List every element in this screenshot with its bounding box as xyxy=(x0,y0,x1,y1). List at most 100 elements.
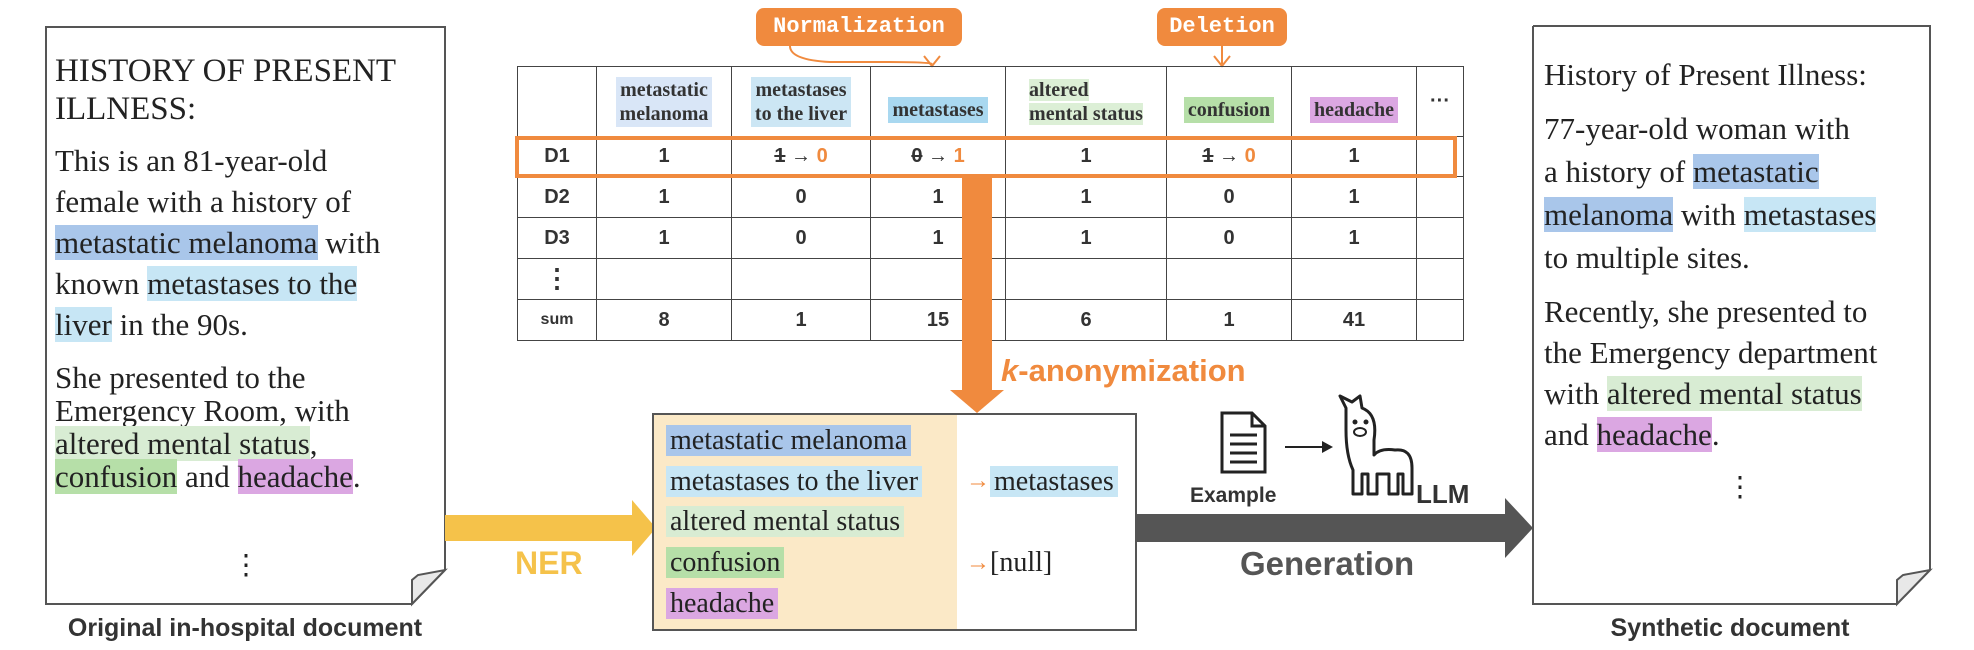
table-cell: 0 xyxy=(1166,217,1292,259)
synthetic-text: . xyxy=(1711,417,1720,452)
row-label: D2 xyxy=(517,176,597,218)
original-heading-line1: HISTORY OF PRESENT xyxy=(55,53,397,89)
synthetic-heading: History of Present Illness: xyxy=(1544,57,1867,92)
header-text: metastases xyxy=(755,78,847,101)
k-anonymization-label: k-anonymization xyxy=(1001,353,1246,389)
original-document-text: HISTORY OF PRESENT ILLNESS: This is an 8… xyxy=(55,52,440,494)
header-text: headache xyxy=(1314,98,1394,121)
header-text: melanoma xyxy=(619,102,709,125)
k-anon-arrow-head xyxy=(950,390,1004,413)
synthetic-document-text: History of Present Illness: 77-year-old … xyxy=(1544,56,1929,455)
entity-metastases-liver-cont: liver xyxy=(55,307,112,342)
synthetic-text: and xyxy=(1544,417,1597,452)
entity-confusion: confusion xyxy=(55,459,178,494)
table-row: D1 1 1 → 0 0 → 1 1 1 → 0 1 xyxy=(517,136,1464,177)
original-line: This is an 81-year-old xyxy=(55,143,328,178)
normalization-tag: Normalization xyxy=(756,8,962,46)
synthetic-line: the Emergency department xyxy=(1544,335,1878,370)
entity-headache: headache xyxy=(1596,417,1712,452)
table-cell: 1 xyxy=(1291,176,1417,218)
change-arrow: → xyxy=(1219,145,1239,167)
header-text: mental status xyxy=(1029,102,1143,125)
table-more: ··· xyxy=(1416,66,1464,137)
llama-icon xyxy=(1338,394,1414,496)
table-header: confusion xyxy=(1166,66,1292,137)
k-anonymization-text: -anonymization xyxy=(1018,353,1246,388)
new-value: 1 xyxy=(953,145,965,167)
normalized-metastases: metastases xyxy=(990,466,1118,497)
normalize-arrow: → xyxy=(966,467,990,494)
table-cell: 0 xyxy=(731,217,871,259)
original-line: female with a history of xyxy=(55,184,352,219)
table-header: headache xyxy=(1291,66,1417,137)
old-value: 0 xyxy=(911,145,923,167)
change-arrow: → xyxy=(791,145,811,167)
header-text: metastatic xyxy=(620,78,708,101)
original-text: and xyxy=(177,459,238,494)
row-label: ⋮ xyxy=(517,258,597,300)
synthetic-line: to multiple sites. xyxy=(1544,240,1750,275)
table-cell: 1 xyxy=(596,217,732,259)
deleted-null: [null] xyxy=(990,547,1053,578)
entity-altered-mental-status: altered mental status xyxy=(1606,376,1862,411)
original-ellipsis: ⋮ xyxy=(232,550,260,581)
table-cell xyxy=(1416,217,1464,259)
k-anon-arrow-shaft xyxy=(962,176,992,391)
new-value: 0 xyxy=(1244,145,1256,167)
table-row: sum 8 1 15 6 1 41 xyxy=(517,299,1464,341)
table-cell-changed: 0 → 1 xyxy=(870,136,1006,177)
original-text: with xyxy=(317,225,381,260)
header-text: confusion xyxy=(1187,98,1271,121)
original-heading-line2: ILLNESS: xyxy=(55,91,197,127)
table-cell: 1 xyxy=(1166,299,1292,341)
table-cell: 41 xyxy=(1291,299,1417,341)
synthetic-text: a history of xyxy=(1544,154,1693,189)
generation-label: Generation xyxy=(1240,545,1415,582)
table-cell: 6 xyxy=(1005,299,1167,341)
entity-altered-mental-status: altered mental status xyxy=(55,426,310,461)
table-cell: 8 xyxy=(596,299,732,341)
extracted-entities-box: metastatic melanoma metastases to the li… xyxy=(652,413,1137,631)
deletion-tag: Deletion xyxy=(1157,8,1287,46)
new-value: 0 xyxy=(816,145,828,167)
header-text: metastases xyxy=(892,98,984,121)
old-value: 1 xyxy=(1202,145,1214,167)
llm-label: LLM xyxy=(1416,479,1470,509)
entity-metastatic-melanoma: metastatic melanoma xyxy=(666,425,912,456)
entity-altered-mental-status: altered mental status xyxy=(666,506,905,537)
entity-metastases-liver: metastases to the xyxy=(147,266,358,301)
table-cell xyxy=(1416,299,1464,341)
delete-arrow: → xyxy=(966,549,990,576)
synthetic-caption: Synthetic document xyxy=(1610,614,1850,642)
table-cell xyxy=(1416,258,1464,300)
table-cell xyxy=(1005,258,1167,300)
table-cell: 1 xyxy=(731,299,871,341)
entity-metastatic-melanoma: metastatic xyxy=(1692,154,1819,189)
row-label: sum xyxy=(517,299,597,341)
original-caption: Original in-hospital document xyxy=(67,614,423,642)
entity-confusion: confusion xyxy=(666,547,785,578)
original-line: Emergency Room, with xyxy=(55,393,350,428)
table-cell: 1 xyxy=(596,136,732,177)
ner-label: NER xyxy=(515,545,583,581)
synthetic-ellipsis: ⋮ xyxy=(1726,472,1754,503)
entity-metastatic-melanoma: metastatic melanoma xyxy=(55,225,318,260)
synthetic-text: with xyxy=(1673,197,1744,232)
original-line: She presented to the xyxy=(55,360,306,395)
header-text: to the liver xyxy=(754,102,848,125)
synthetic-line: Recently, she presented to xyxy=(1544,294,1868,329)
table-cell xyxy=(1291,258,1417,300)
entity-metastases: metastases xyxy=(1743,197,1877,232)
change-arrow: → xyxy=(928,145,948,167)
synthetic-text: with xyxy=(1544,376,1607,411)
row-label: D3 xyxy=(517,217,597,259)
synthetic-line: 77-year-old woman with xyxy=(1544,111,1850,146)
